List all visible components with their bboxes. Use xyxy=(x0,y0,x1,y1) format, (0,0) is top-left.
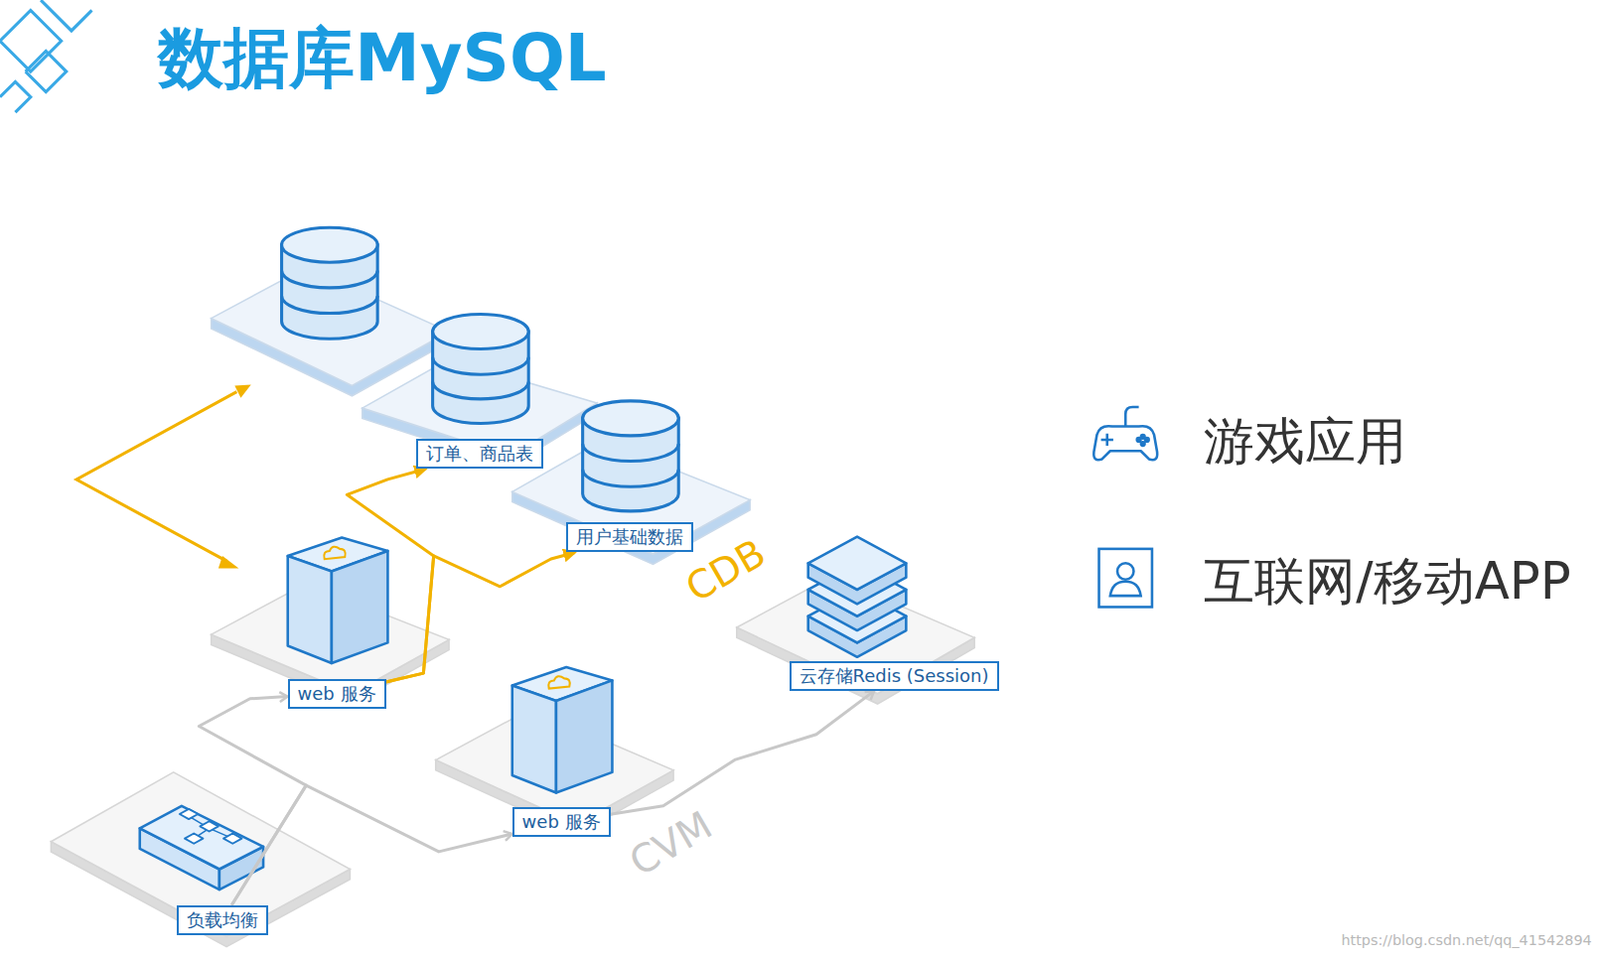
label-text: 云存储Redis (Session) xyxy=(799,665,990,688)
server-cube-part xyxy=(512,686,557,794)
server-cube-part xyxy=(331,551,389,664)
corner-decoration xyxy=(0,0,92,113)
gamepad-icon-part xyxy=(1141,435,1146,439)
gamepad-icon-part xyxy=(1101,434,1114,446)
label-box: 订单、商品表 xyxy=(416,438,544,469)
orange-double-arrow-part xyxy=(234,384,251,398)
database-cylinder-part xyxy=(282,270,379,313)
server-cube-part xyxy=(556,680,613,793)
label-text: 用户基础数据 xyxy=(576,526,684,549)
load-balancer-icon xyxy=(140,806,264,890)
gamepad-icon-part xyxy=(1137,437,1142,442)
cloud-icon-part xyxy=(323,547,345,560)
group-label: CDB xyxy=(679,531,774,612)
database-cylinder-part xyxy=(433,357,530,400)
server-platform xyxy=(50,577,975,948)
label-text: web 服务 xyxy=(297,683,377,706)
page-title: 数据库MySQL xyxy=(157,22,606,95)
use-case-text: 游戏应用 xyxy=(1203,412,1407,471)
gamepad-icon-part xyxy=(1141,441,1146,446)
label-box: 用户基础数据 xyxy=(566,522,694,553)
label-box: web 服务 xyxy=(512,807,611,838)
gamepad-icon-part xyxy=(1125,407,1139,428)
orange-double-arrow-part xyxy=(218,556,240,569)
label-box: 负载均衡 xyxy=(176,905,269,936)
gamepad-icon xyxy=(1093,407,1158,460)
database-cylinder-part xyxy=(433,314,530,350)
corner-decoration-part xyxy=(0,81,31,113)
use-case-text: 互联网/移动APP xyxy=(1203,552,1571,611)
redis-stack-part xyxy=(808,537,907,590)
user-icon xyxy=(1099,549,1153,608)
server-cube xyxy=(288,538,613,794)
label-box: web 服务 xyxy=(288,679,387,710)
corner-decoration-part xyxy=(0,9,62,72)
load-balancer-icon-part xyxy=(184,834,203,845)
server-cube-part xyxy=(288,556,332,664)
user-icon-part xyxy=(1117,563,1134,580)
connector-arrow xyxy=(231,785,512,906)
gamepad-icon-part xyxy=(1093,426,1158,460)
connector-arrow xyxy=(346,468,434,683)
label-text: 负载均衡 xyxy=(186,909,259,932)
connector-arrow xyxy=(610,691,874,815)
orange-double-arrow-part xyxy=(76,392,237,563)
load-balancer-icon-part xyxy=(223,834,242,845)
database-cylinder xyxy=(282,227,680,512)
load-balancer-icon-part xyxy=(140,806,264,871)
corner-decoration-part xyxy=(40,0,92,31)
redis-stack xyxy=(808,537,907,658)
orange-double-arrow xyxy=(76,384,252,569)
load-balancer-icon-part xyxy=(199,821,218,832)
cloud-icon-part xyxy=(548,676,570,689)
database-cylinder-part xyxy=(582,443,680,487)
gamepad-icon-part xyxy=(1145,437,1150,442)
watermark: https://blog.csdn.net/qq_41542894 xyxy=(1340,932,1592,950)
label-text: web 服务 xyxy=(522,811,601,834)
database-cylinder-part xyxy=(282,227,379,263)
connector-arrow xyxy=(386,552,576,683)
group-label: CVM xyxy=(622,803,721,886)
user-icon-part xyxy=(1099,549,1153,608)
database-cylinder-part xyxy=(582,401,680,437)
label-text: 订单、商品表 xyxy=(426,442,534,465)
user-icon-part xyxy=(1110,581,1142,596)
label-box: 云存储Redis (Session) xyxy=(789,661,1000,692)
corner-decoration-part xyxy=(25,50,67,92)
load-balancer-icon-part xyxy=(179,809,198,820)
server-platform-part xyxy=(50,772,350,937)
